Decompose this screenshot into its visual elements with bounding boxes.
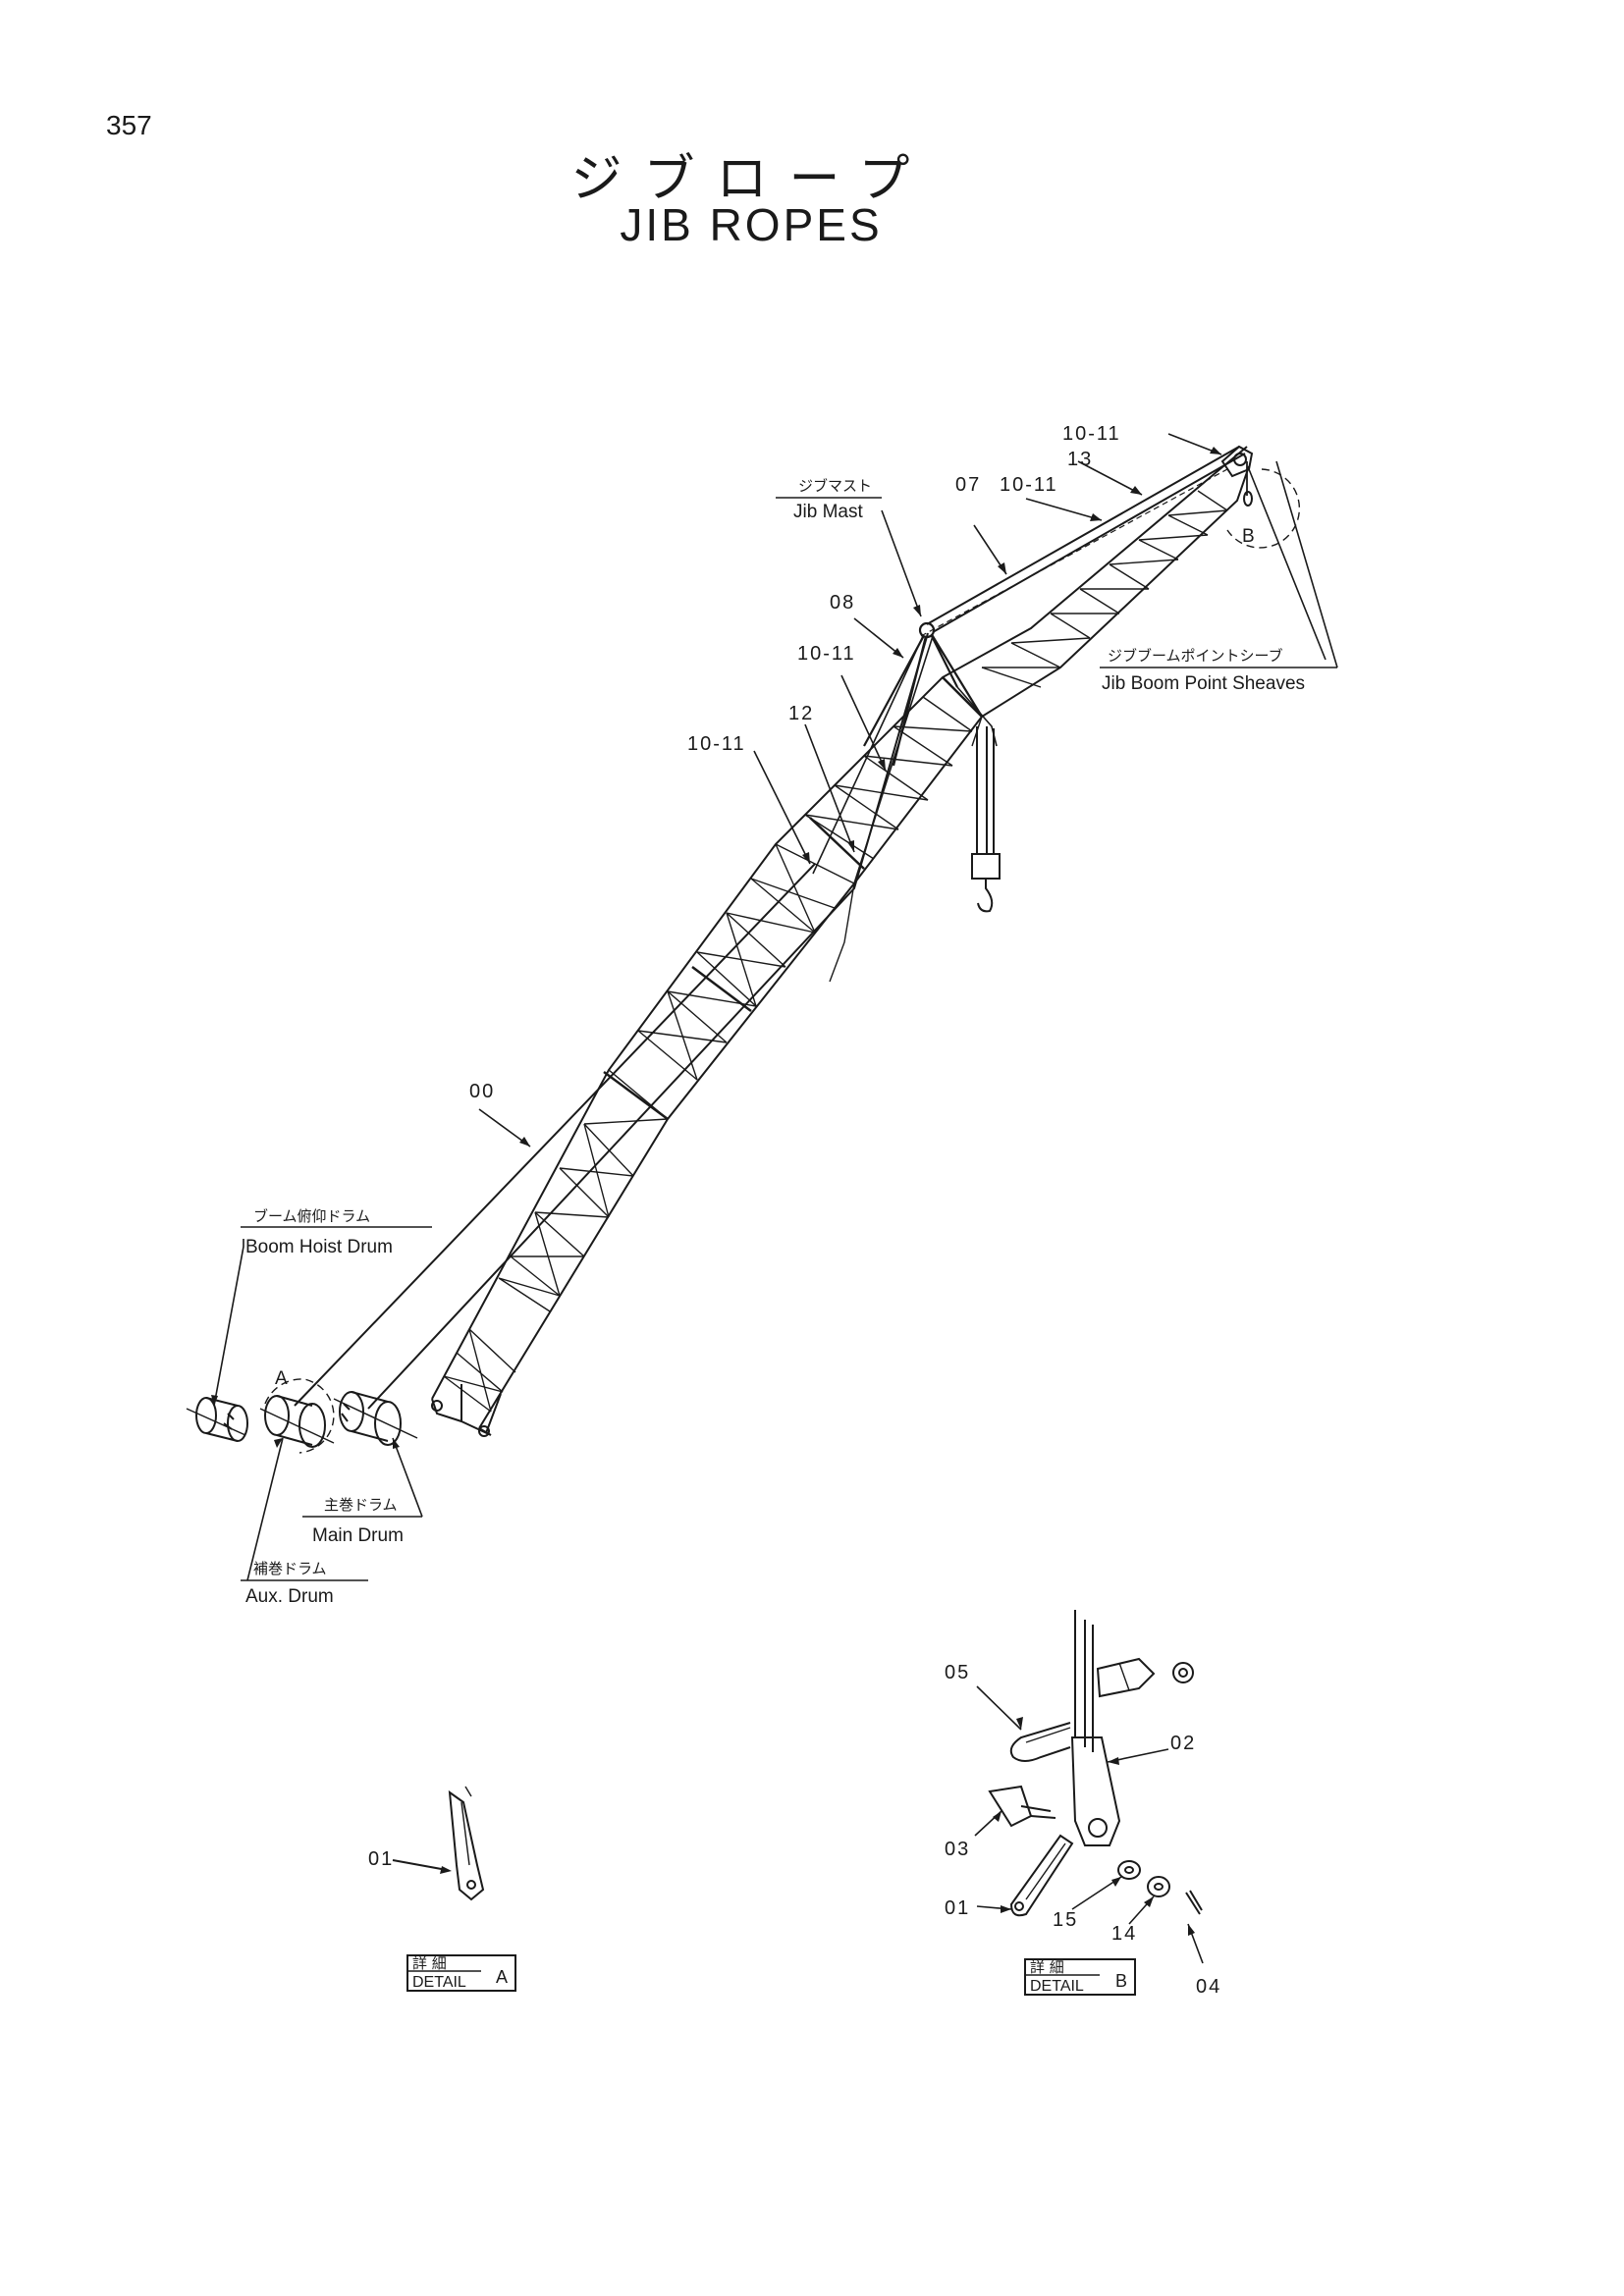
title-japanese: ジブロープ [570, 150, 932, 209]
part-callouts: 10-11 13 07 10-11 08 10-11 12 10-11 00 [469, 423, 1121, 1102]
detail-b-callout-01: 01 [945, 1897, 970, 1919]
main-drum-label-en: Main Drum [312, 1525, 404, 1546]
aux-drum [259, 1378, 335, 1454]
detail-a-drawing [392, 1786, 485, 1901]
boom-hoist-drum-label-jp: ブーム俯仰ドラム [253, 1207, 370, 1225]
aux-drum-label-en: Aux. Drum [245, 1586, 334, 1607]
page-number: 357 [106, 110, 152, 140]
jib-boom-point-sheaves-label-en: Jib Boom Point Sheaves [1102, 673, 1305, 694]
callout-10-11-d: 10-11 [687, 733, 746, 755]
boom-lattice-bracing [443, 490, 1228, 1413]
aux-drum-label-jp: 補巻ドラム [253, 1560, 327, 1577]
detail-a-box-letter: A [496, 1967, 508, 1987]
boom-hoist-drum-label-en: Boom Hoist Drum [245, 1237, 393, 1257]
boom-section-joints [603, 676, 983, 1121]
jib-pendant-ropes [920, 446, 1246, 637]
jib-mast-label-en: Jib Mast [793, 502, 863, 522]
detail-b-callout-02: 02 [1170, 1733, 1196, 1754]
detail-b-box: 詳 細 DETAIL B [1024, 1958, 1136, 1996]
leader-lines [213, 433, 1338, 1581]
detail-b-callouts: 05 02 03 01 15 14 04 [945, 1662, 1221, 1998]
detail-b-drawing [988, 1610, 1203, 1917]
detail-b-box-en: DETAIL [1030, 1978, 1084, 1995]
detail-b-callout-05: 05 [945, 1662, 970, 1683]
detail-b-box-letter: B [1115, 1971, 1127, 1991]
callout-00: 00 [469, 1081, 495, 1102]
detail-a-arrowhead [440, 1866, 452, 1874]
jib-mast [812, 621, 998, 884]
detail-b-callout-04: 04 [1196, 1976, 1221, 1998]
detail-b-arrowheads [993, 1717, 1195, 1936]
detail-b-callout-03: 03 [945, 1839, 970, 1860]
callout-07: 07 [955, 474, 981, 496]
detail-b-callout-15: 15 [1053, 1909, 1078, 1931]
callout-10-11-c: 10-11 [797, 643, 856, 665]
detail-b-callout-14: 14 [1111, 1923, 1137, 1945]
jib-boom-point-sheaves-label-jp: ジブブームポイントシーブ [1108, 647, 1283, 665]
arrowheads [211, 447, 1221, 1449]
callout-13: 13 [1067, 449, 1093, 470]
jib-mast-label-jp: ジブマスト [798, 477, 872, 495]
component-labels: ジブマスト Jib Mast ジブブームポイントシーブ Jib Boom Poi… [245, 477, 1305, 1607]
detail-b-box-jp: 詳 細 [1030, 1958, 1064, 1976]
callout-08: 08 [830, 592, 855, 614]
detail-a-box-jp: 詳 細 [412, 1954, 447, 1972]
boom-hoist-drum [186, 1397, 248, 1442]
detail-a-box: 詳 細 DETAIL A [406, 1954, 516, 1992]
hook-block [971, 726, 1001, 913]
main-drum [333, 1391, 418, 1446]
circle-a-label: A [275, 1368, 288, 1389]
callout-10-11-b: 10-11 [1000, 474, 1058, 496]
main-drum-label-jp: 主巻ドラム [324, 1496, 398, 1514]
circle-b-label: B [1242, 526, 1255, 547]
jib-boom-point-sheaves [1220, 445, 1301, 549]
hoist-ropes [294, 632, 929, 1410]
detail-a-box-en: DETAIL [412, 1974, 466, 1991]
callout-10-11-top: 10-11 [1062, 423, 1121, 445]
title-english: JIB ROPES [620, 199, 883, 250]
detail-a-callout-01: 01 [368, 1848, 394, 1870]
callout-12: 12 [788, 703, 814, 724]
